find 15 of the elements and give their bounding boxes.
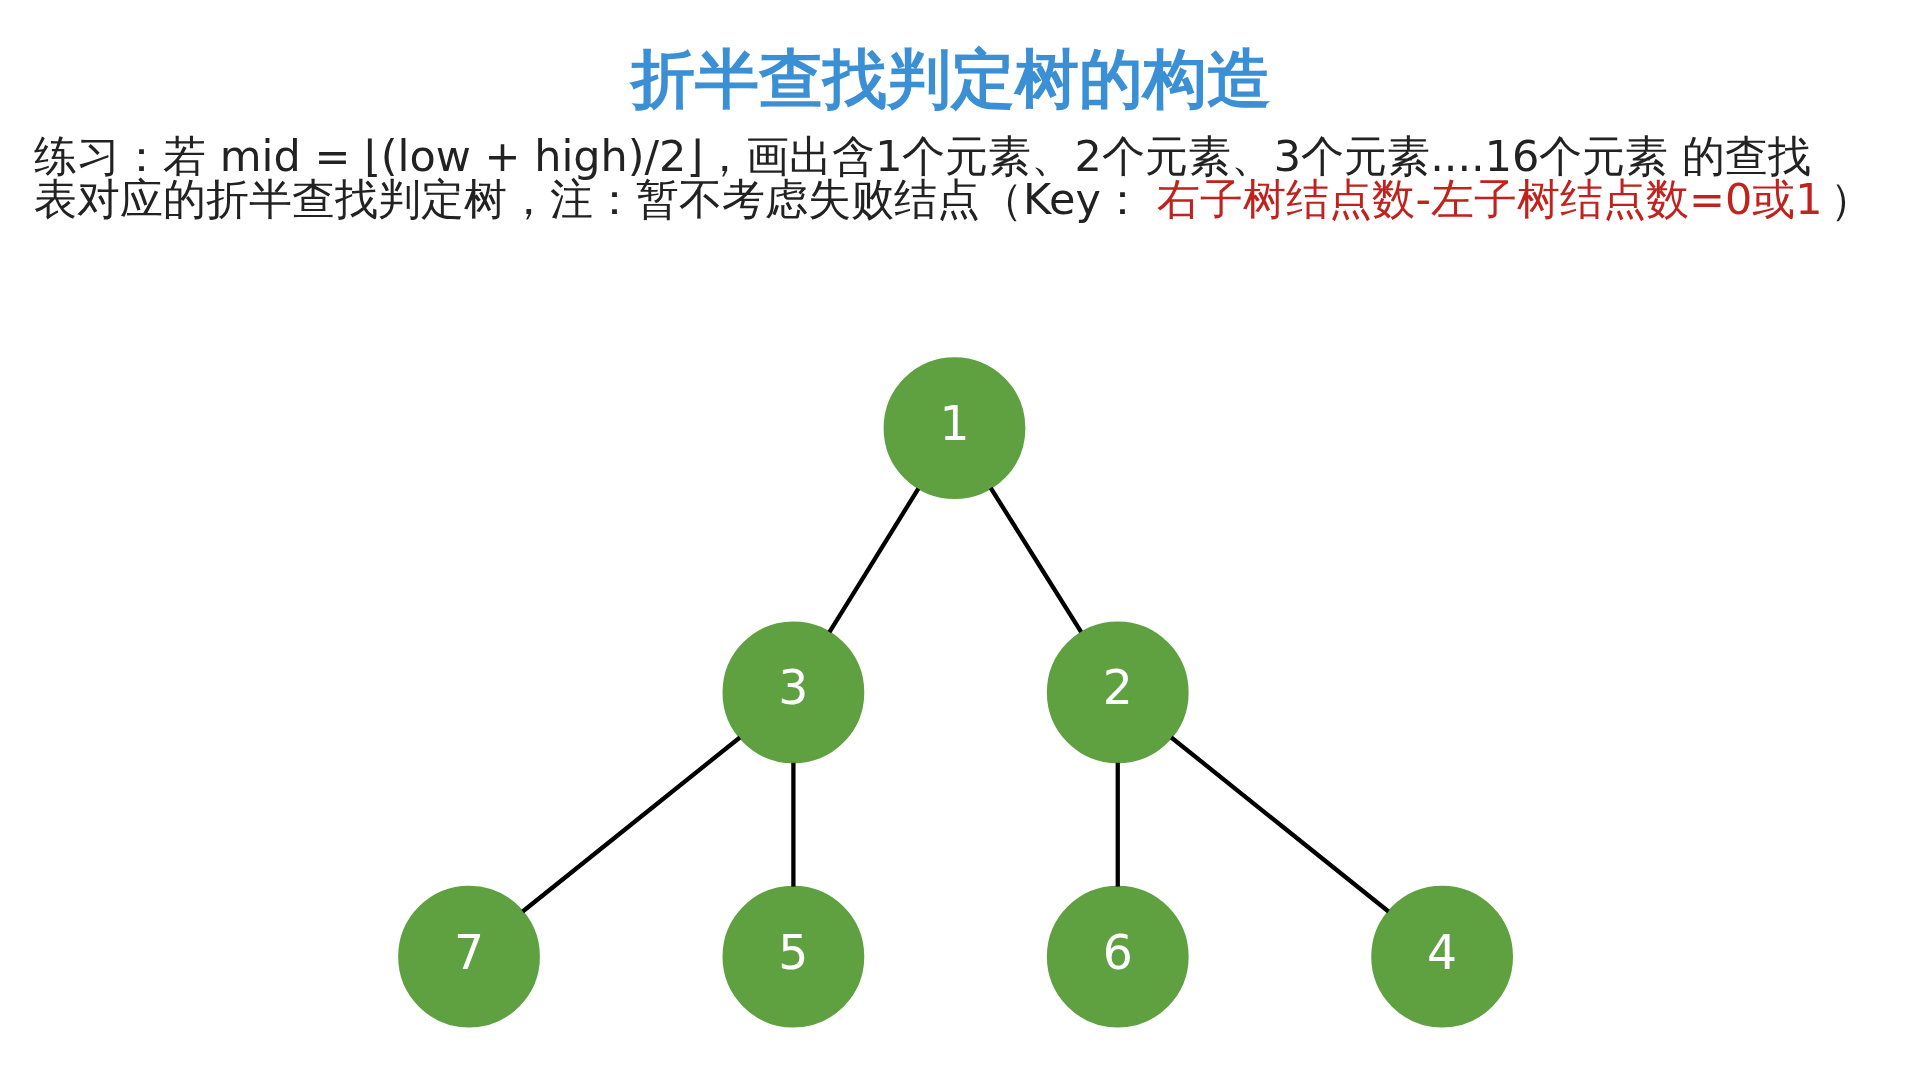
connector [988, 486, 1083, 633]
node-circle: 6 [1046, 885, 1189, 1028]
connector [827, 487, 921, 634]
node-circle: 5 [722, 885, 865, 1028]
node-circle: 1 [883, 357, 1026, 500]
node-circle: 4 [1371, 885, 1513, 1028]
node-circle: 7 [398, 885, 540, 1028]
diagram-title: 折半查找判定树的构造 [631, 40, 1272, 116]
node-circle: 2 [1046, 621, 1189, 764]
connector [791, 762, 796, 887]
connector [1169, 735, 1390, 914]
connector [1115, 762, 1120, 887]
connector [521, 735, 742, 914]
node-circle: 3 [722, 621, 865, 764]
label: ） [1829, 174, 1873, 225]
